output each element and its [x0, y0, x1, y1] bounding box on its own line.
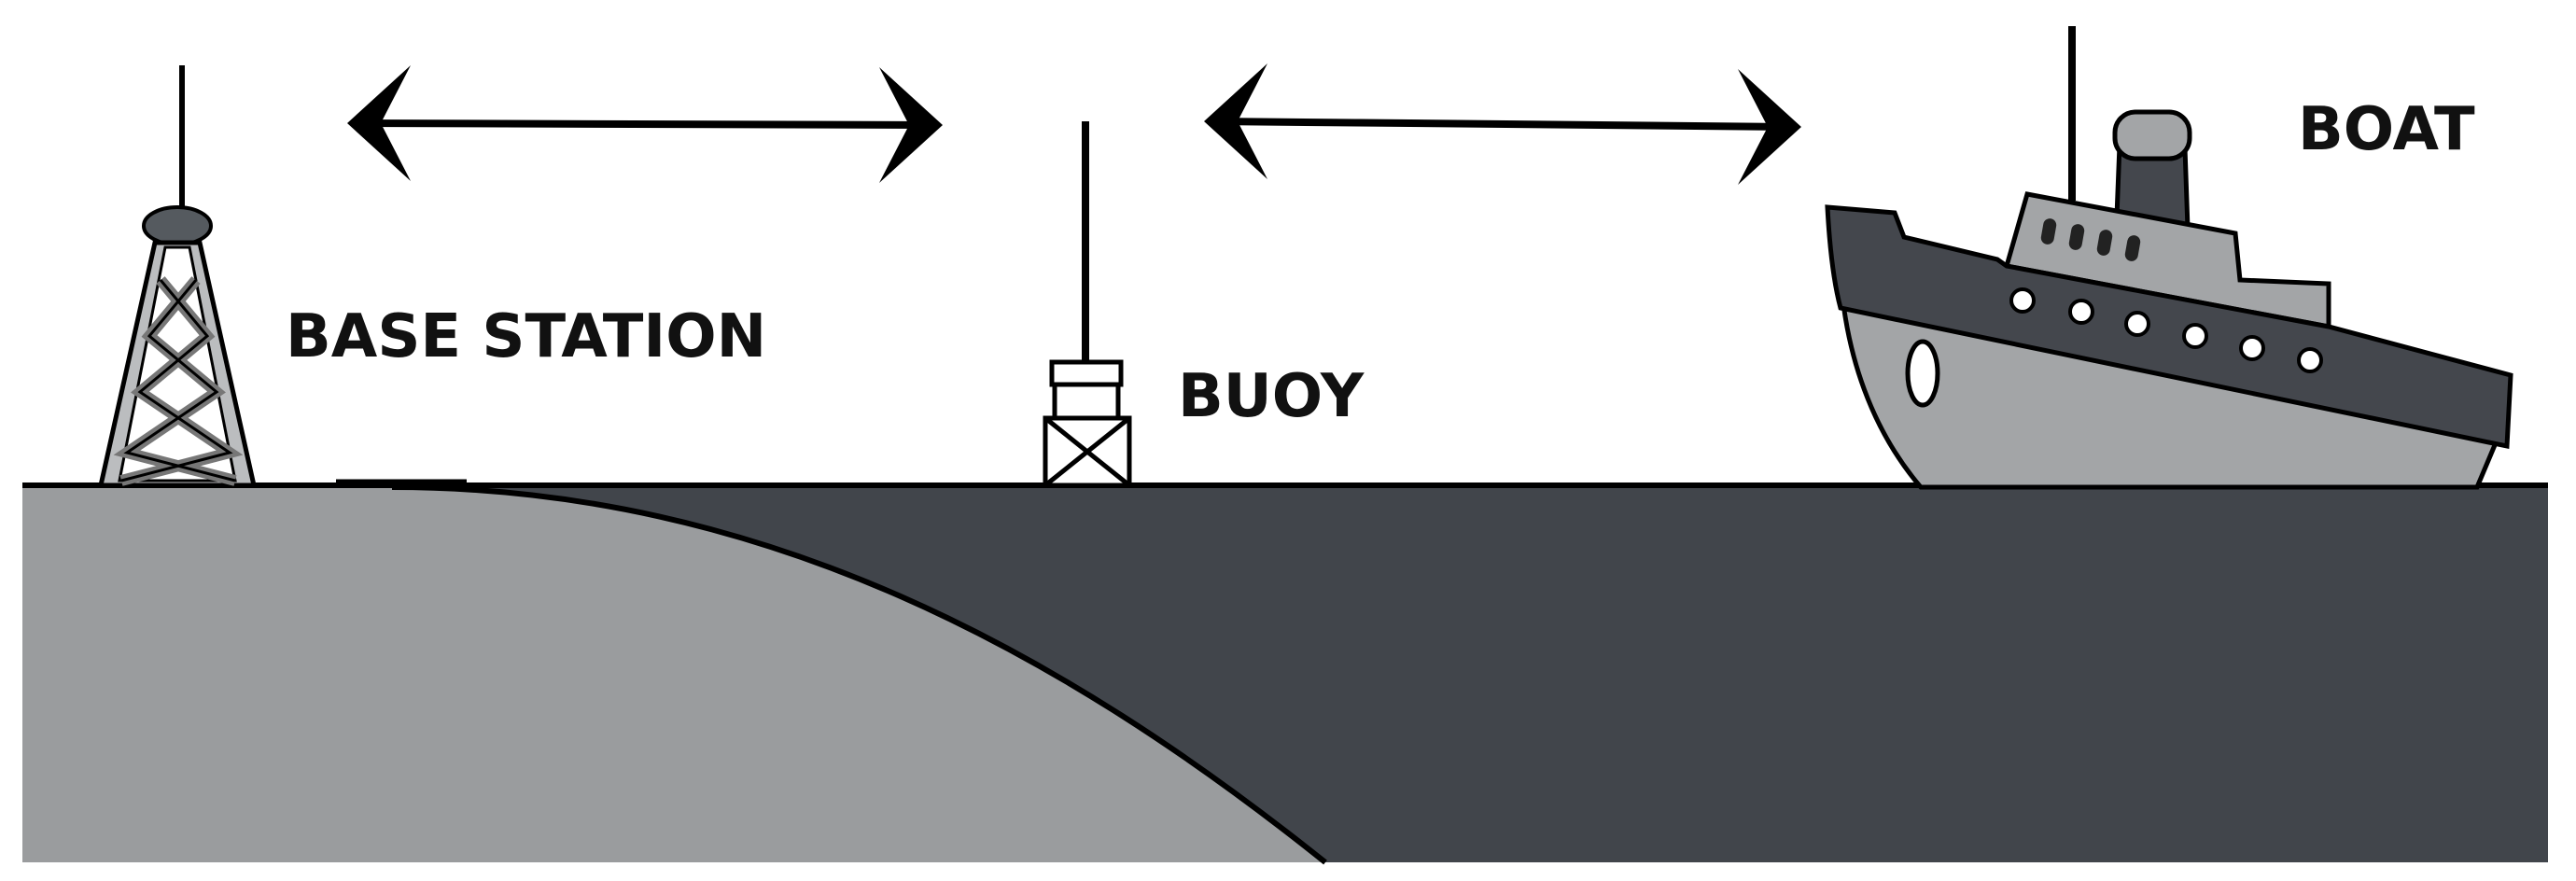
label-buoy: BUOY	[1178, 362, 1365, 431]
ship-icon	[1825, 26, 2513, 490]
label-boat: BOAT	[2298, 95, 2475, 164]
buoy-icon	[1043, 121, 1132, 488]
shoreline	[391, 484, 1327, 865]
link-arrow-base-station-buoy	[347, 65, 943, 183]
lattice-tower-icon	[97, 65, 258, 488]
label-base-station: BASE STATION	[286, 302, 766, 371]
link-arrow-buoy-boat	[1204, 63, 1801, 185]
land	[22, 485, 1325, 862]
